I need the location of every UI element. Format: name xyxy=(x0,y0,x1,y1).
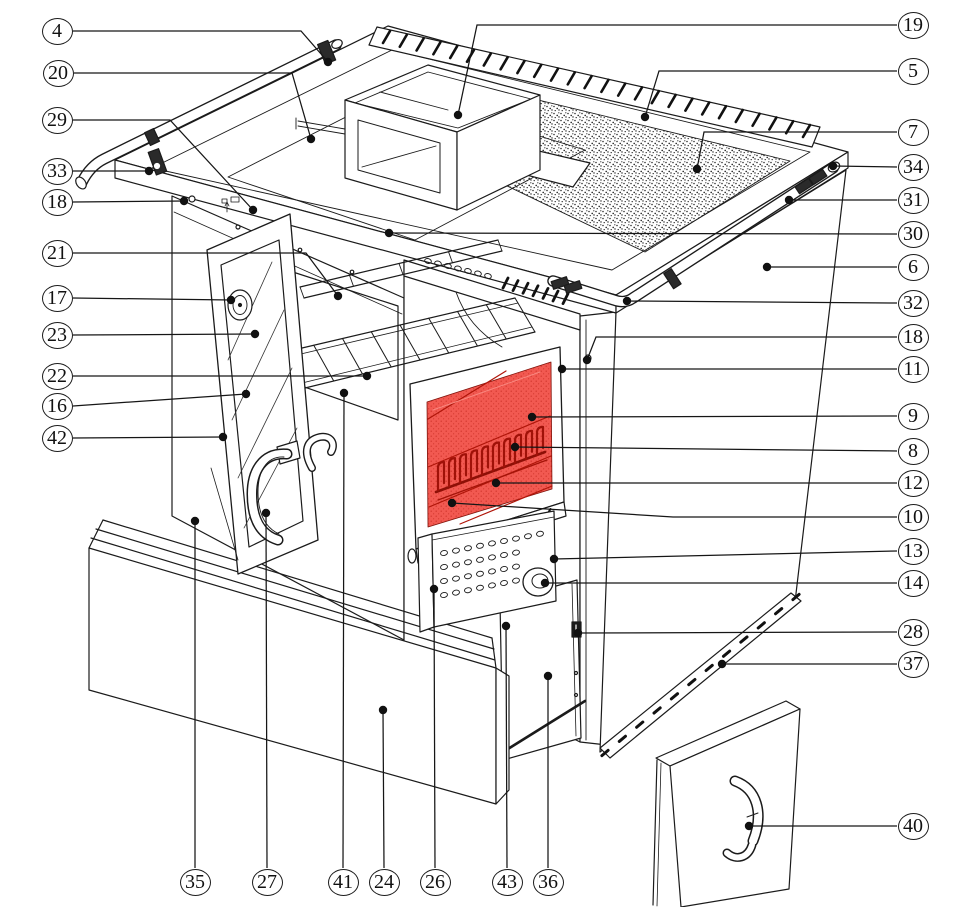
leader-line-18 xyxy=(586,336,897,361)
leader-dot-5 xyxy=(640,112,650,122)
leader-dot-11 xyxy=(557,364,567,374)
leader-dot-35 xyxy=(190,516,200,526)
log-grate-prongs xyxy=(436,425,545,492)
leader-dot-6 xyxy=(762,262,772,272)
leader-line-18 xyxy=(72,200,185,203)
leader-dot-43 xyxy=(501,621,511,631)
glass-reflections xyxy=(427,370,553,525)
leader-dot-12 xyxy=(491,478,501,488)
leader-dot-41 xyxy=(339,388,349,398)
towel-rail-left xyxy=(75,39,343,190)
leader-line-19 xyxy=(457,24,897,116)
door-swing-arc xyxy=(455,291,503,348)
leader-dot-8 xyxy=(510,442,520,452)
leader-dot-20 xyxy=(306,134,316,144)
leader-line-24 xyxy=(382,709,385,869)
fixing-pin xyxy=(188,195,196,203)
leader-line-8 xyxy=(514,446,898,452)
oven-door-open xyxy=(206,213,337,575)
leader-dot-42 xyxy=(218,432,228,442)
leader-dot-21 xyxy=(333,291,343,301)
leader-line-21 xyxy=(73,252,339,297)
leader-line-13 xyxy=(553,550,898,560)
leader-line-9 xyxy=(531,415,898,418)
drawer-channel xyxy=(417,533,435,633)
spare-door-panel xyxy=(652,700,801,907)
leader-dot-30 xyxy=(384,228,394,238)
leader-dot-34 xyxy=(828,161,838,171)
leader-dot-27 xyxy=(261,508,271,518)
leader-line-32 xyxy=(626,300,898,304)
leader-line-43 xyxy=(505,625,508,869)
leader-line-28 xyxy=(577,631,898,634)
oven-door-handle xyxy=(246,448,293,546)
leader-dot-37 xyxy=(717,659,727,669)
leader-line-30 xyxy=(388,232,898,235)
leader-dot-31 xyxy=(784,195,794,205)
leader-line-41 xyxy=(342,392,345,869)
leader-dot-24 xyxy=(378,705,388,715)
ash-drawer xyxy=(417,510,557,633)
leader-dot-13 xyxy=(549,554,559,564)
leader-dot-29 xyxy=(248,205,258,215)
door-pivot xyxy=(407,548,417,564)
leader-dot-18 xyxy=(179,196,189,206)
flue-box xyxy=(344,64,541,211)
leader-dot-32 xyxy=(622,296,632,306)
leader-dot-33 xyxy=(144,166,154,176)
oven-interior xyxy=(284,239,536,389)
latch-hook xyxy=(302,432,337,472)
rail-bracket xyxy=(147,148,168,176)
panel-handle xyxy=(722,775,764,862)
bottom-trim-strip xyxy=(599,592,802,759)
leader-dot-40 xyxy=(744,821,754,831)
leader-dot-7 xyxy=(692,164,702,174)
air-control-knob xyxy=(522,567,554,597)
leader-dot-19 xyxy=(453,110,463,120)
leader-line-29 xyxy=(73,119,254,211)
leader-line-34 xyxy=(832,165,898,168)
leader-dot-14 xyxy=(540,578,550,588)
leader-line-26 xyxy=(433,588,436,869)
leader-lines xyxy=(72,24,898,869)
leader-dot-18 xyxy=(582,355,592,365)
leader-line-23 xyxy=(72,333,256,336)
firebox-door xyxy=(407,346,592,564)
leader-line-27 xyxy=(265,512,268,869)
leader-line-10 xyxy=(451,502,897,518)
leader-dot-10 xyxy=(447,498,457,508)
leader-dot-17 xyxy=(226,295,236,305)
front-top-rail xyxy=(403,259,581,331)
leader-dot-36 xyxy=(543,671,553,681)
leader-dot-22 xyxy=(362,371,372,381)
leader-line-4 xyxy=(73,30,329,63)
leader-dot-16 xyxy=(241,389,251,399)
leader-line-16 xyxy=(72,393,247,407)
leader-line-20 xyxy=(74,72,312,140)
leader-dot-28 xyxy=(573,628,583,638)
leader-line-7 xyxy=(696,131,897,170)
vent-grille xyxy=(368,26,821,148)
leader-dot-23 xyxy=(250,329,260,339)
leader-line-42 xyxy=(72,436,224,439)
leader-dot-26 xyxy=(429,584,439,594)
leader-dot-9 xyxy=(527,412,537,422)
air-control-icon xyxy=(221,196,240,213)
rail-clamp-right xyxy=(663,268,682,290)
leader-line-17 xyxy=(72,297,232,301)
rail-clamp-upper xyxy=(143,127,161,147)
leader-line-5 xyxy=(644,70,897,118)
leader-dot-4 xyxy=(323,57,333,67)
